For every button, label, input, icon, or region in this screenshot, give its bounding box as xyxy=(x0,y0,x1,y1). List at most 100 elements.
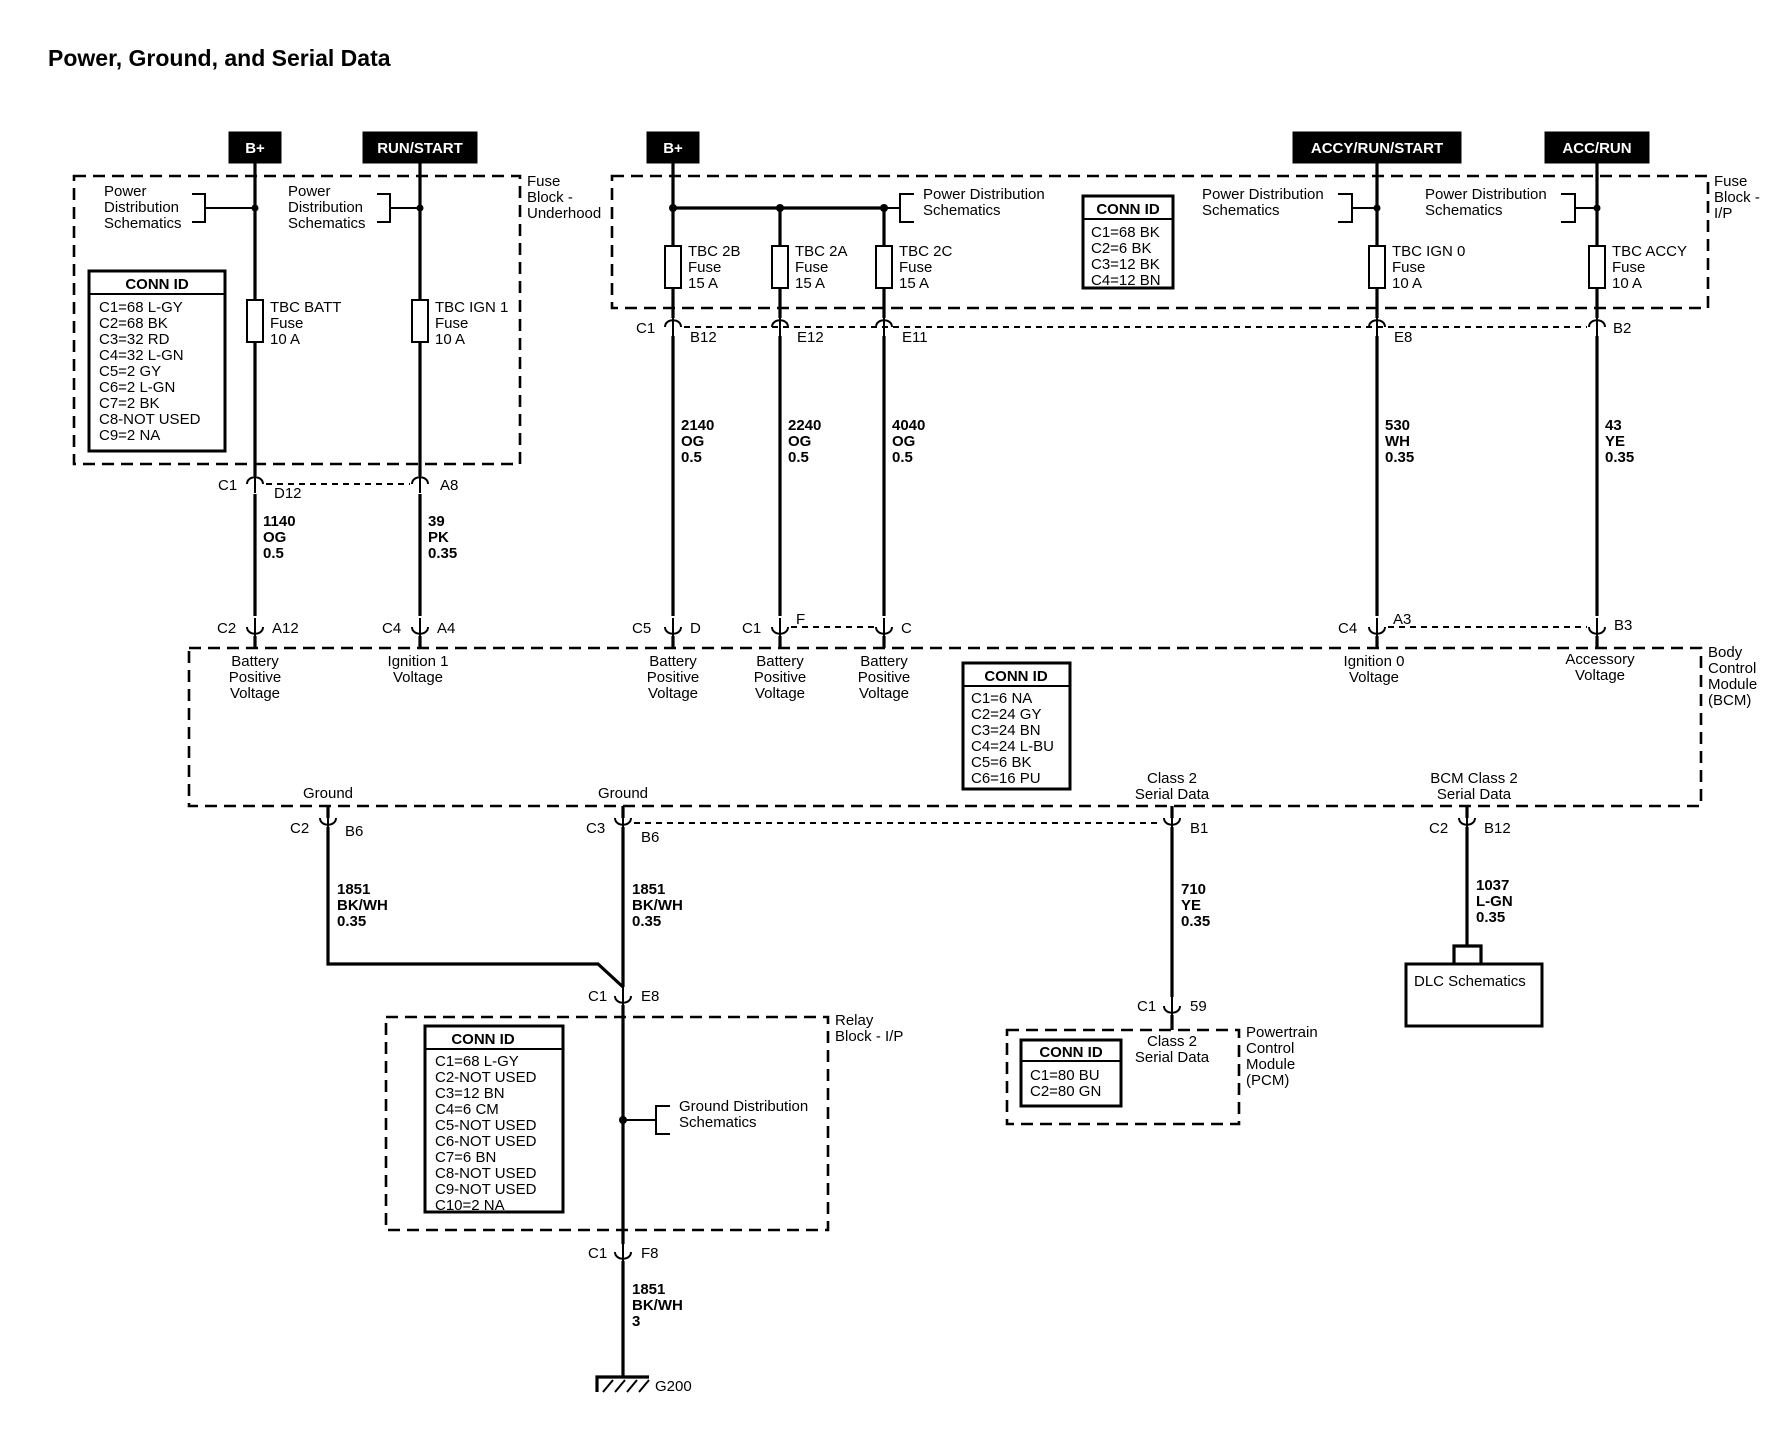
svg-text:ACC/RUN: ACC/RUN xyxy=(1562,140,1631,157)
svg-text:B12: B12 xyxy=(690,329,717,346)
ground-g200-label: G200 xyxy=(655,1378,692,1395)
svg-text:CONN ID: CONN ID xyxy=(984,668,1048,685)
svg-text:C2: C2 xyxy=(290,820,309,837)
connector-relay-c1-bottom: C1 F8 xyxy=(588,1242,659,1262)
pin-ground-2: Ground xyxy=(598,785,648,802)
pcm-outline xyxy=(1005,1028,1241,1126)
conn-id-table-relay: CONN ID C1=68 L-GY C2-NOT USED C3=12 BN … xyxy=(423,1024,565,1214)
svg-text:C4: C4 xyxy=(1338,620,1357,637)
ground-g200-icon xyxy=(595,1375,650,1393)
svg-text:59: 59 xyxy=(1190,998,1207,1015)
svg-text:CONN ID: CONN ID xyxy=(451,1031,515,1048)
conn-id-table-bcm: CONN ID C1=6 NA C2=24 GY C3=24 BN C4=24 … xyxy=(961,661,1072,791)
svg-text:B1: B1 xyxy=(1190,820,1208,837)
svg-text:C1: C1 xyxy=(218,477,237,494)
conn-id-table-pcm: CONN ID C1=80 BU C2=80 GN xyxy=(1019,1038,1123,1108)
fuse-tbc-2a xyxy=(771,245,789,289)
svg-text:D: D xyxy=(690,620,701,637)
connector-bcm-bottom: C2 B6 C3 B6 B1 C2 B12 xyxy=(290,806,1511,846)
bcm-label: Body Control Module (BCM) xyxy=(1708,644,1761,709)
fuse-tbc-batt xyxy=(246,299,264,343)
svg-text:C1: C1 xyxy=(588,1245,607,1262)
svg-text:E8: E8 xyxy=(1394,329,1412,346)
connector-pcm-c1: C1 59 xyxy=(1137,996,1207,1016)
svg-text:B6: B6 xyxy=(345,823,363,840)
svg-text:C1: C1 xyxy=(588,988,607,1005)
source-accy-run-start: ACCY/RUN/START xyxy=(1292,131,1462,164)
wire-1851-a xyxy=(326,827,625,989)
fuse-block-underhood-outline xyxy=(72,174,522,466)
source-bplus-left: B+ xyxy=(228,131,282,164)
svg-text:B3: B3 xyxy=(1614,617,1632,634)
fuse-tbc-ign0 xyxy=(1368,245,1386,289)
svg-text:RUN/START: RUN/START xyxy=(377,140,463,157)
fuse-tbc-accy xyxy=(1588,245,1606,289)
pcm-label: Powertrain Control Module (PCM) xyxy=(1246,1024,1322,1089)
svg-text:C4: C4 xyxy=(382,620,401,637)
svg-text:A3: A3 xyxy=(1393,611,1411,628)
svg-text:CONN ID: CONN ID xyxy=(1096,201,1160,218)
source-acc-run: ACC/RUN xyxy=(1544,131,1650,164)
svg-text:E8: E8 xyxy=(641,988,659,1005)
fuse-block-ip-outline xyxy=(610,174,1710,310)
relay-block-ip-outline xyxy=(384,1015,830,1232)
fuse-tbc-ign1 xyxy=(411,299,429,343)
svg-text:E11: E11 xyxy=(902,329,928,346)
fuse-tbc-2c xyxy=(875,245,893,289)
svg-text:A4: A4 xyxy=(437,620,455,637)
svg-text:DLC Schematics: DLC Schematics xyxy=(1414,973,1526,990)
fuse-tbc-2b xyxy=(664,245,682,289)
conn-id-table-ip-fuse: CONN ID C1=68 BK C2=6 BK C3=12 BK C4=12 … xyxy=(1081,194,1175,290)
svg-text:D12: D12 xyxy=(274,485,302,502)
svg-text:ACCY/RUN/START: ACCY/RUN/START xyxy=(1311,140,1443,157)
svg-text:A12: A12 xyxy=(272,620,299,637)
source-run-start: RUN/START xyxy=(362,131,478,164)
svg-text:CONN ID: CONN ID xyxy=(1039,1044,1103,1061)
svg-text:B12: B12 xyxy=(1484,820,1511,837)
svg-text:C3: C3 xyxy=(586,820,605,837)
svg-text:F: F xyxy=(796,611,805,628)
relay-block-ip-label: Relay Block - I/P xyxy=(835,1012,903,1045)
page-title: Power, Ground, and Serial Data xyxy=(48,45,391,71)
connector-underhood-c1: C1 D12 A8 xyxy=(218,474,458,502)
svg-text:C1: C1 xyxy=(742,620,761,637)
dlc-schematics-box: DLC Schematics xyxy=(1404,962,1544,1028)
conn-id-table-underhood: CONN ID C1=68 L-GY C2=68 BK C3=32 RD C4=… xyxy=(87,269,227,453)
svg-text:C1=68 BK C2=6 BK C: C1=68 BK C2=6 BK C3=12 BK C4=12 BN xyxy=(1091,224,1164,289)
source-bplus-right: B+ xyxy=(646,131,700,164)
svg-text:CONN ID: CONN ID xyxy=(125,276,189,293)
connector-bcm-top: C2 A12 C4 A4 C5 D C1 F C C4 A3 B3 xyxy=(217,611,1632,648)
svg-text:B2: B2 xyxy=(1613,320,1631,337)
svg-text:C2: C2 xyxy=(1429,820,1448,837)
